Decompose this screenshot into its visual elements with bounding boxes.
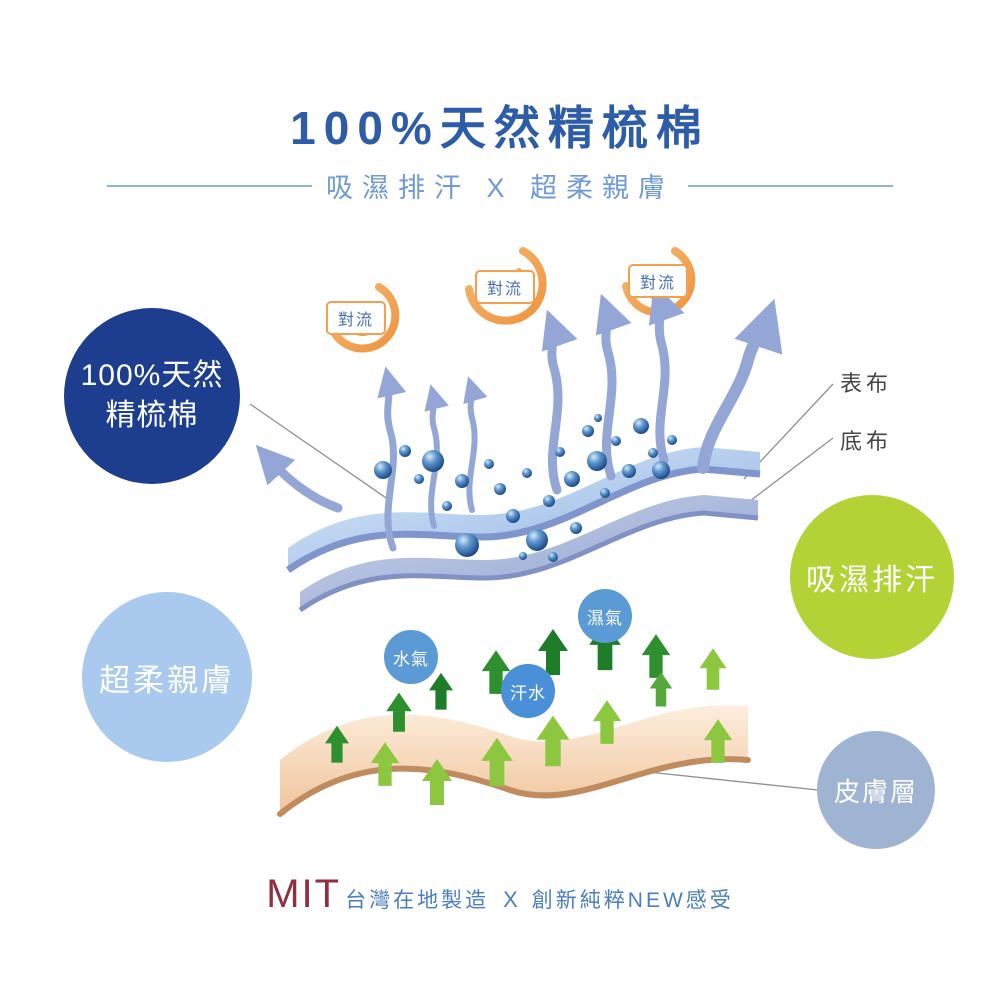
fabric-top-layer bbox=[286, 447, 761, 573]
material-badge: 100%天然 精梳棉 bbox=[64, 308, 240, 484]
vapor-arrows bbox=[255, 283, 783, 552]
skin-layer-connector-line bbox=[647, 771, 819, 791]
water-droplet bbox=[600, 488, 610, 498]
water-droplet bbox=[526, 529, 548, 551]
water-droplet bbox=[455, 533, 479, 557]
water-droplet bbox=[442, 501, 452, 511]
water-droplet bbox=[564, 471, 580, 487]
water-droplet bbox=[414, 474, 424, 484]
moisture-badge: 濕氣 bbox=[578, 589, 632, 643]
sweat-badge: 汗水 bbox=[501, 664, 555, 718]
water-droplet bbox=[374, 461, 392, 479]
water-droplet bbox=[548, 552, 558, 562]
fabric-top-edge bbox=[286, 465, 761, 573]
skin-layer-badge: 皮膚層 bbox=[817, 731, 935, 849]
water-droplet bbox=[594, 414, 602, 422]
material-connector-line bbox=[249, 403, 393, 503]
water-droplet bbox=[399, 445, 411, 457]
bottom-fabric-connector-line bbox=[736, 437, 834, 512]
water-droplet bbox=[570, 522, 582, 534]
water-vapor-badge: 水氣 bbox=[384, 630, 438, 684]
skin-sheet bbox=[280, 705, 748, 814]
water-droplet bbox=[422, 450, 444, 472]
water-droplet bbox=[543, 495, 555, 507]
water-droplet bbox=[611, 436, 621, 446]
skin-bottom-edge bbox=[277, 756, 751, 817]
fabric-bottom-edge bbox=[298, 510, 759, 613]
skin-layer bbox=[277, 705, 751, 817]
convection-label: 對流 bbox=[325, 301, 387, 335]
water-droplet bbox=[555, 447, 565, 457]
water-droplet bbox=[506, 509, 520, 523]
water-droplet bbox=[648, 448, 658, 458]
surface-fabric-label: 表布 bbox=[840, 371, 893, 396]
soft-skin-badge: 超柔親膚 bbox=[82, 592, 252, 762]
footer-separator: X bbox=[503, 887, 518, 912]
vapor-arrow bbox=[255, 444, 343, 513]
water-droplet bbox=[587, 451, 607, 471]
water-droplet bbox=[484, 459, 494, 469]
material-badge-line1: 100%天然 bbox=[80, 358, 224, 392]
footer-slogan: 創新純粹NEW感受 bbox=[531, 889, 734, 912]
fabric-bottom-sheet bbox=[300, 495, 758, 610]
page-title: 100%天然精梳棉 bbox=[290, 102, 710, 154]
footer: MIT 台灣在地製造 X 創新純粹NEW感受 bbox=[0, 872, 1000, 917]
vapor-arrow bbox=[648, 283, 685, 465]
convection-label: 對流 bbox=[474, 270, 536, 304]
subtitle-line-right bbox=[688, 184, 893, 187]
water-droplet bbox=[494, 483, 506, 495]
water-droplet bbox=[667, 435, 677, 445]
vapor-arrow bbox=[697, 298, 783, 474]
water-droplet bbox=[633, 418, 649, 434]
water-droplet bbox=[622, 464, 636, 478]
sweat-arrow bbox=[429, 672, 453, 710]
vapor-arrow bbox=[595, 293, 632, 481]
sweat-arrow bbox=[699, 648, 727, 690]
moisture-wicking-badge: 吸濕排汗 bbox=[790, 495, 954, 659]
water-droplet bbox=[652, 461, 670, 479]
fabric-top-sheet bbox=[288, 447, 760, 570]
subtitle-line-left bbox=[106, 184, 312, 187]
vapor-arrow bbox=[463, 376, 488, 513]
subtitle: 吸濕排汗 X 超柔親膚 bbox=[0, 166, 1000, 205]
water-droplets bbox=[374, 414, 677, 562]
water-droplet bbox=[522, 468, 532, 478]
vapor-arrow bbox=[424, 384, 449, 529]
convection-swirl-icon bbox=[326, 283, 400, 353]
material-badge-line2: 精梳棉 bbox=[105, 399, 199, 432]
subtitle-text: 吸濕排汗 X 超柔親膚 bbox=[325, 173, 674, 203]
water-droplet bbox=[582, 425, 594, 437]
convection-swirl-icon bbox=[465, 247, 547, 325]
mit-logo-text: MIT bbox=[266, 872, 342, 916]
vapor-arrow bbox=[377, 366, 407, 552]
water-droplet bbox=[455, 474, 469, 488]
water-droplet bbox=[519, 552, 527, 560]
convection-label: 對流 bbox=[627, 264, 689, 298]
vapor-arrow bbox=[541, 309, 578, 495]
bottom-fabric-label: 底布 bbox=[840, 429, 893, 454]
made-in-text: 台灣在地製造 bbox=[345, 889, 490, 912]
fabric-bottom-layer bbox=[298, 495, 759, 613]
sweat-arrow bbox=[641, 634, 671, 678]
